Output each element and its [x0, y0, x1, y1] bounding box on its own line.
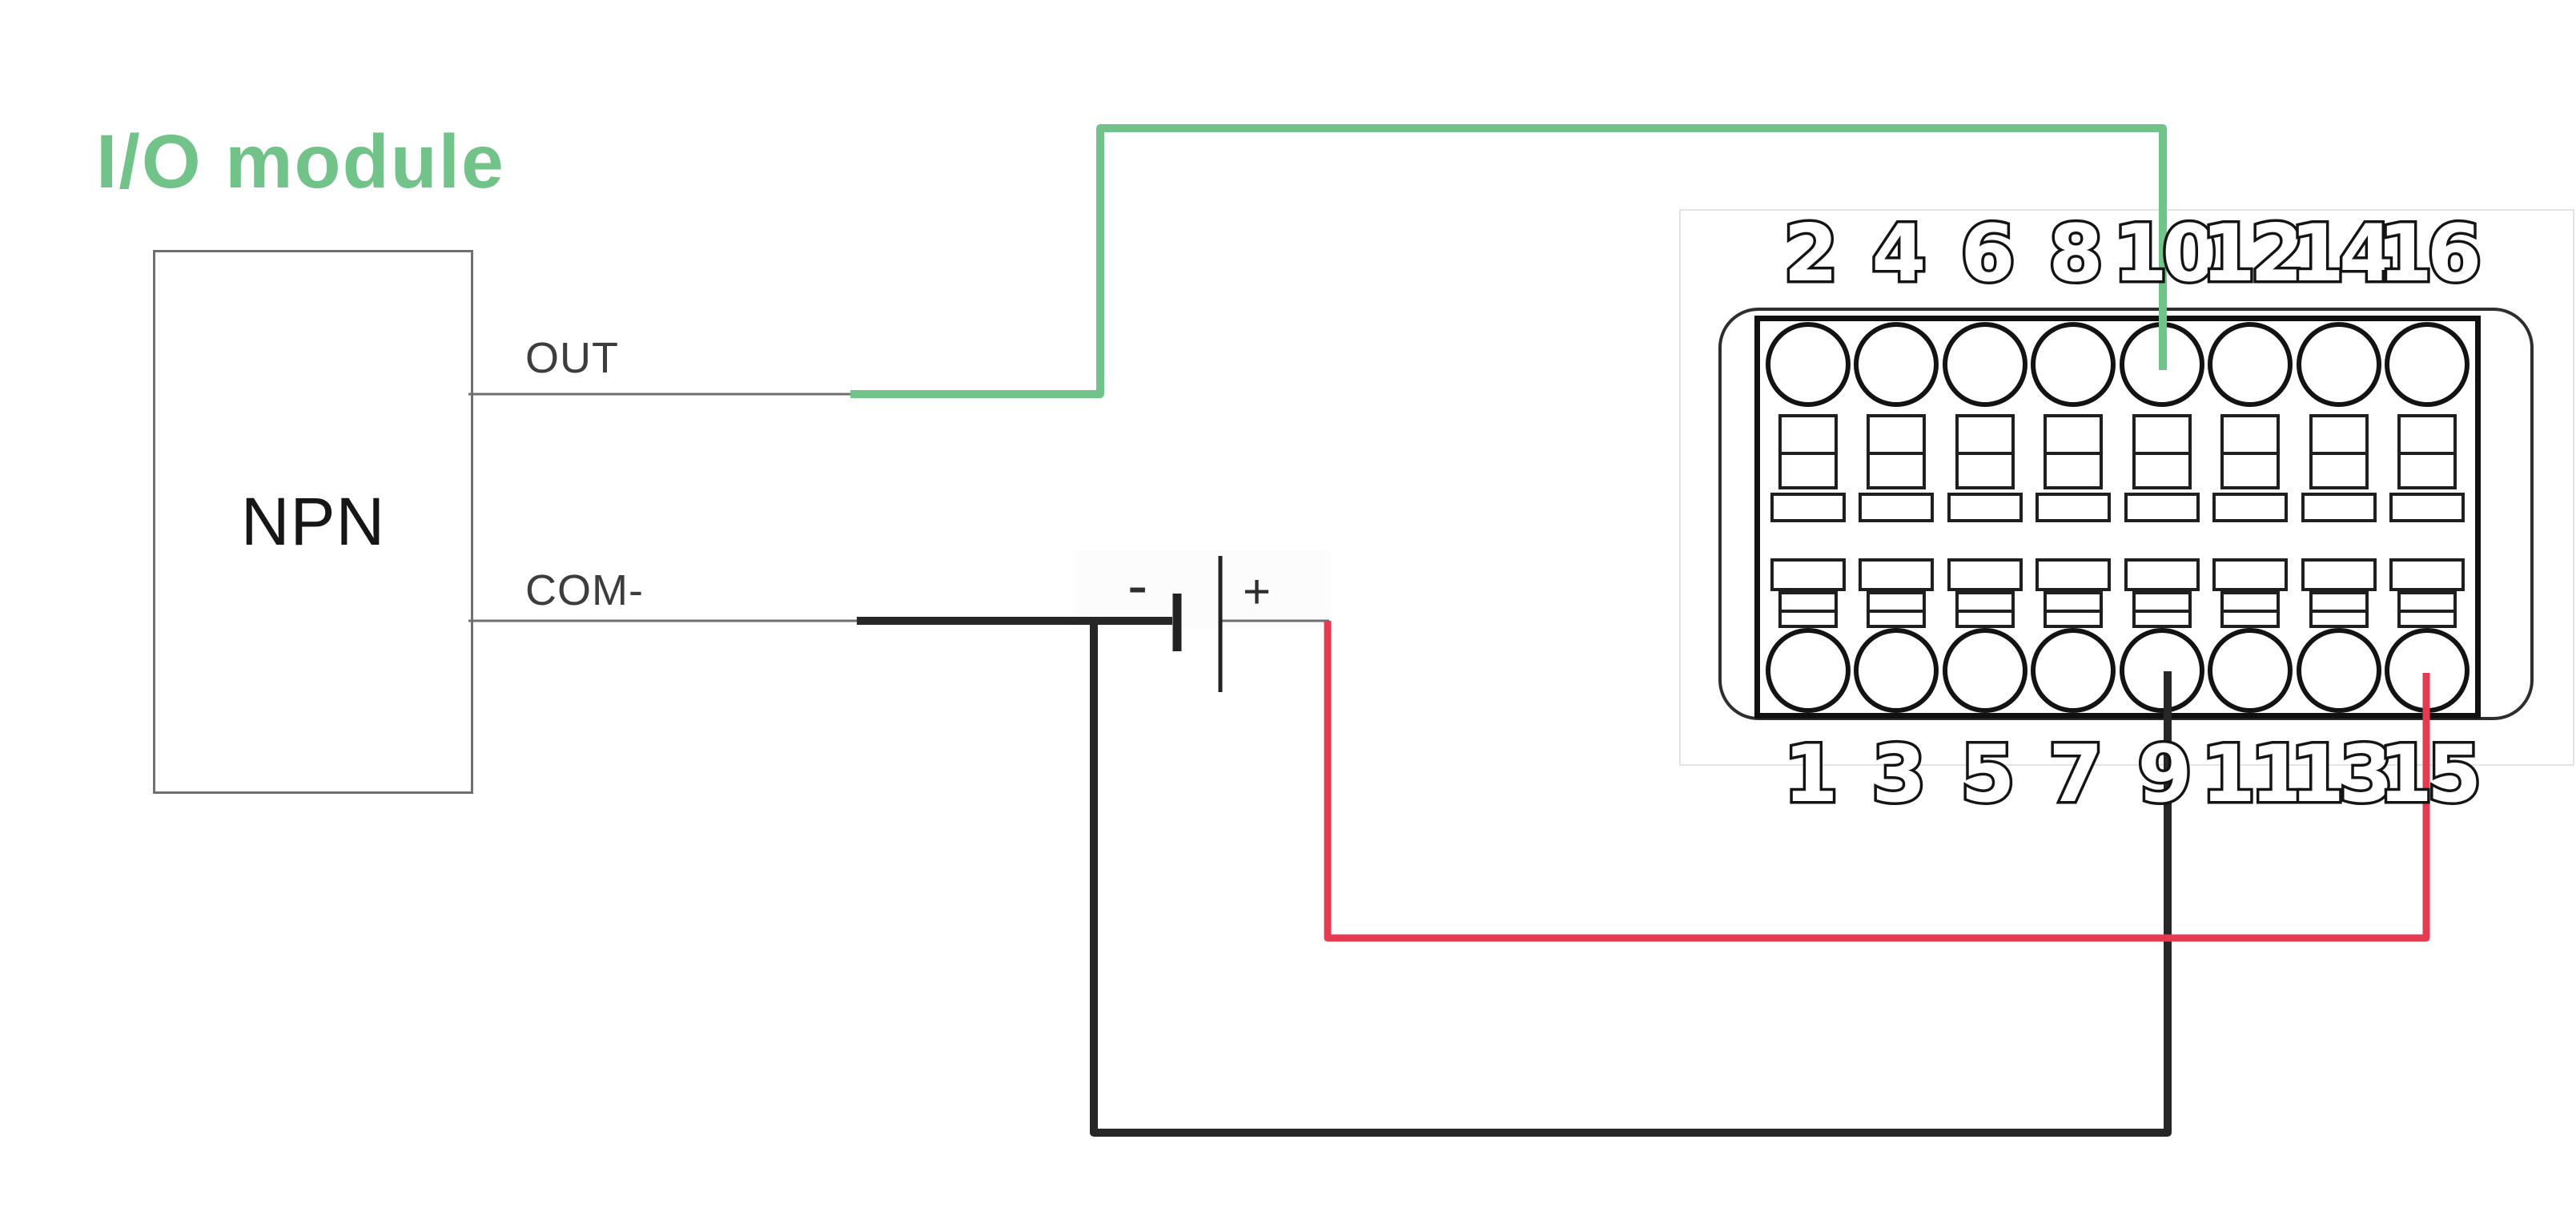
io-module-box: NPN [153, 250, 473, 794]
terminal-clamp [2044, 591, 2104, 628]
terminal-clamp [1859, 493, 1935, 522]
terminal-column-2-1 [1766, 321, 1851, 713]
terminal-pin-3 [1854, 628, 1939, 713]
terminal-clamp [2397, 414, 2457, 489]
terminal-clamp [1778, 591, 1838, 628]
out-port-label: OUT [525, 334, 619, 382]
terminal-pin-8 [2031, 322, 2116, 407]
terminal-clamp [1955, 414, 2015, 489]
terminal-clamp [2124, 558, 2200, 591]
terminal-column-12-11 [2208, 321, 2293, 713]
terminal-clamp [2220, 591, 2281, 628]
terminal-pin-15 [2384, 628, 2470, 713]
terminal-pin-6 [1942, 322, 2027, 407]
terminal-pin-1 [1766, 628, 1851, 713]
terminal-pin-10 [2119, 322, 2204, 407]
terminal-clamp [2212, 493, 2289, 522]
battery-plus-label: + [1243, 565, 1272, 618]
terminal-clamp [2389, 558, 2465, 591]
terminal-pin-2 [1766, 322, 1851, 407]
terminal-clamp [1947, 493, 2023, 522]
terminal-column-16-15 [2384, 321, 2470, 713]
terminal-column-6-5 [1942, 321, 2027, 713]
terminal-clamp [2301, 558, 2377, 591]
terminal-clamp [2124, 493, 2200, 522]
terminal-clamp [1947, 558, 2023, 591]
terminal-clamp [2035, 558, 2112, 591]
terminal-clamp [2035, 493, 2112, 522]
io-module-type-label: NPN [240, 484, 386, 559]
terminal-clamp [2220, 414, 2281, 489]
terminal-clamp [2309, 591, 2369, 628]
terminal-clamp [2397, 591, 2457, 628]
terminal-pin-7 [2031, 628, 2116, 713]
terminal-clamp [1859, 558, 1935, 591]
terminal-clamp [2132, 414, 2192, 489]
terminal-pin-9 [2119, 628, 2204, 713]
terminal-pin-14 [2296, 322, 2381, 407]
terminal-clamp [1867, 414, 1927, 489]
terminal-clamp [1955, 591, 2015, 628]
battery-backing [1073, 550, 1331, 629]
terminal-pin-5 [1942, 628, 2027, 713]
terminal-clamp [1867, 591, 1927, 628]
terminal-clamp [2212, 558, 2289, 591]
terminal-column-8-7 [2031, 321, 2116, 713]
terminal-clamp [1778, 414, 1838, 489]
terminal-pin-11 [2208, 628, 2293, 713]
terminal-clamp [2301, 493, 2377, 522]
terminal-clamp [2309, 414, 2369, 489]
terminal-pin-16 [2384, 322, 2470, 407]
com-port-label: COM- [525, 566, 644, 614]
terminal-column-4-3 [1854, 321, 1939, 713]
terminal-block [1754, 316, 2481, 719]
terminal-pin-13 [2296, 628, 2381, 713]
terminal-clamp [1770, 493, 1846, 522]
terminal-pin-12 [2208, 322, 2293, 407]
terminal-clamp [2132, 591, 2192, 628]
terminal-column-14-13 [2296, 321, 2381, 713]
terminal-column-10-9 [2119, 321, 2204, 713]
terminal-clamp [2389, 493, 2465, 522]
terminal-clamp [1770, 558, 1846, 591]
diagram-title: I/O module [96, 119, 505, 204]
battery-minus-label: - [1127, 552, 1148, 620]
terminal-pin-4 [1854, 322, 1939, 407]
terminal-clamp [2044, 414, 2104, 489]
